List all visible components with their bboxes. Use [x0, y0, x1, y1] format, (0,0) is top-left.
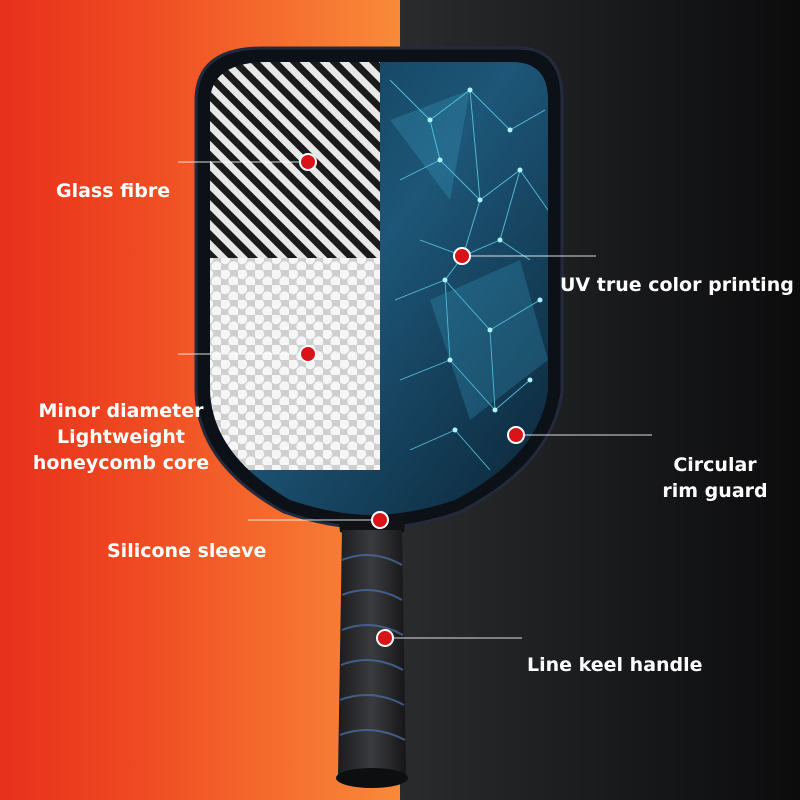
- keel-handle-marker: [376, 629, 394, 647]
- uv-printing-marker: [453, 247, 471, 265]
- glass-fibre-layer: [210, 62, 380, 258]
- honeycomb-core-label: Minor diameter Lightweight honeycomb cor…: [26, 398, 216, 476]
- uv-printing-label: UV true color printing: [560, 274, 794, 296]
- network-nodes: [427, 87, 543, 433]
- rim-guard-marker: [507, 426, 525, 444]
- glass-fibre-marker: [299, 153, 317, 171]
- silicone-sleeve-marker: [371, 511, 389, 529]
- core-label-line3: honeycomb core: [32, 452, 210, 474]
- rim-guard-label: Circular rim guard: [655, 452, 775, 504]
- core-label-line1: Minor diameter: [38, 400, 204, 422]
- silicone-sleeve-label: Silicone sleeve: [107, 540, 267, 562]
- keel-handle-label: Line keel handle: [527, 654, 703, 676]
- paddle-face: [210, 62, 548, 515]
- leader-lines: [178, 161, 652, 639]
- grip-wrap-lines: [339, 554, 406, 741]
- rim-label-line2: rim guard: [662, 480, 768, 502]
- glass-fibre-label: Glass fibre: [56, 180, 171, 202]
- honeycomb-core-layer: [210, 258, 380, 470]
- grip-handle: [338, 530, 406, 783]
- handle-butt-cap: [336, 768, 408, 788]
- rim-label-line1: Circular: [673, 454, 757, 476]
- core-label-line2: Lightweight: [57, 426, 185, 448]
- network-graphic: [389, 79, 548, 471]
- honeycomb-core-marker: [299, 345, 317, 363]
